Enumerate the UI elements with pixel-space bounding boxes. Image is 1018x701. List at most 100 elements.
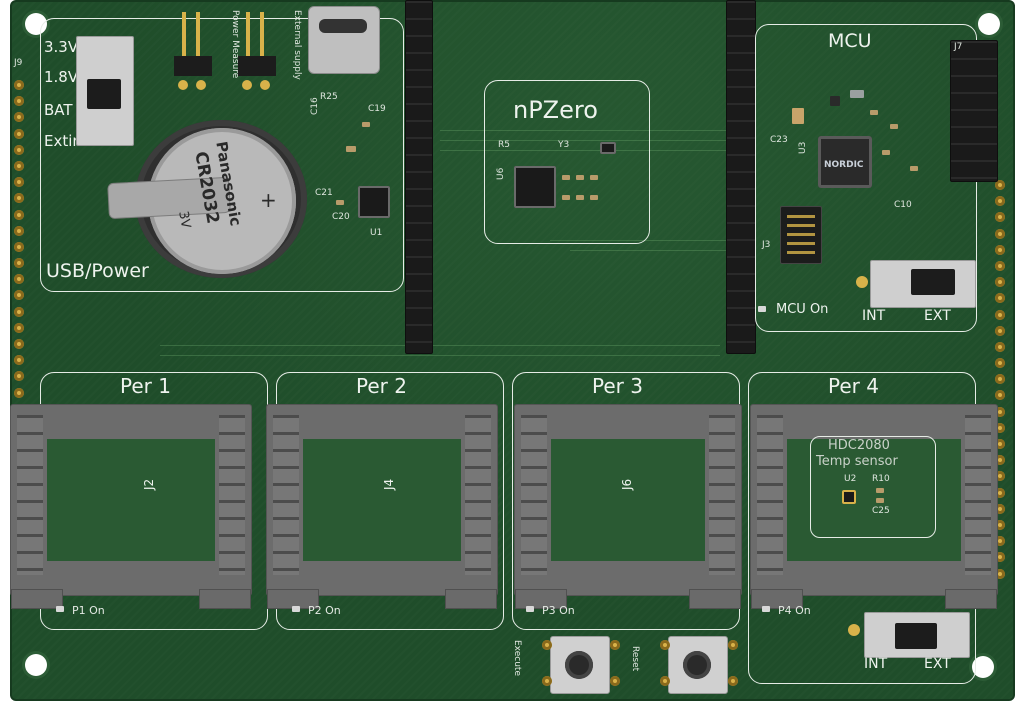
- button-pad: [610, 676, 620, 686]
- smd-component: [590, 195, 598, 200]
- pcb-trace: [160, 355, 720, 356]
- p3-on-label: P3 On: [542, 604, 575, 617]
- smd-component: [870, 110, 878, 115]
- mounting-hole: [25, 654, 47, 676]
- smd-component: [792, 108, 804, 124]
- p3-led: [526, 606, 534, 612]
- button-pad: [660, 640, 670, 650]
- j4-label: J4: [382, 478, 396, 490]
- p2-on-label: P2 On: [308, 604, 341, 617]
- pcb-trace: [160, 345, 720, 346]
- u3-label: U3: [798, 141, 808, 154]
- switch-pad: [848, 624, 860, 636]
- c16-label: C16: [310, 97, 320, 115]
- per4-title: Per 4: [828, 374, 879, 398]
- per4-int-ext-switch[interactable]: [864, 612, 970, 658]
- power-option-extin: Extin: [44, 132, 82, 150]
- mcu-on-label: MCU On: [776, 302, 829, 317]
- battery-voltage: 3V: [175, 210, 193, 230]
- nordic-mcu-chip: [818, 136, 872, 188]
- j6-socket: [514, 404, 742, 609]
- power-option-3v3: 3.3V: [44, 38, 79, 56]
- right-female-header: [726, 0, 756, 354]
- hdc2080-chip: [842, 490, 856, 504]
- c21-label: C21: [315, 188, 333, 198]
- pcb-trace: [570, 250, 740, 251]
- switch-pad: [856, 276, 868, 288]
- p4-on-label: P4 On: [778, 604, 811, 617]
- smd-component: [850, 90, 864, 98]
- power-option-bat: BAT: [44, 101, 73, 119]
- power-measure-header: [174, 12, 218, 90]
- smd-component: [590, 175, 598, 180]
- r10-label: R10: [872, 474, 890, 484]
- button-pad: [610, 640, 620, 650]
- j3-label: J3: [762, 240, 771, 250]
- j7-label: J7: [954, 42, 963, 52]
- smd-component: [576, 195, 584, 200]
- c10-label: C10: [894, 200, 912, 210]
- power-select-switch[interactable]: [76, 36, 134, 146]
- switch-knob[interactable]: [911, 269, 955, 295]
- smd-component: [890, 124, 898, 129]
- mcu-int-ext-switch[interactable]: [870, 260, 976, 308]
- smd-component: [882, 150, 890, 155]
- switch-knob[interactable]: [87, 79, 121, 109]
- j4-socket: [266, 404, 498, 609]
- per4-ext-label: EXT: [924, 656, 951, 672]
- right-pin-header: [995, 180, 1005, 579]
- c20-label: C20: [332, 212, 350, 222]
- pcb-trace: [440, 150, 740, 151]
- pcb-trace: [440, 140, 740, 141]
- j2-socket: [10, 404, 252, 609]
- left-female-header: [405, 0, 433, 354]
- per4-int-label: INT: [864, 656, 888, 672]
- nordic-label: NORDIC: [824, 160, 864, 170]
- mounting-hole: [978, 13, 1000, 35]
- j3-debug-connector: [780, 206, 822, 264]
- npzero-chip-u6: [514, 166, 556, 208]
- smd-component: [562, 175, 570, 180]
- r25-label: R25: [320, 92, 338, 102]
- button-pad: [728, 640, 738, 650]
- smd-component: [362, 122, 370, 127]
- switch-knob[interactable]: [895, 623, 937, 649]
- p1-on-label: P1 On: [72, 604, 105, 617]
- button-pad: [542, 676, 552, 686]
- c23-label: C23: [770, 135, 788, 145]
- j9-label: J9: [14, 58, 23, 68]
- reset-button[interactable]: [668, 636, 728, 694]
- per3-title: Per 3: [592, 374, 643, 398]
- smd-component: [830, 96, 840, 106]
- temp-sensor-label: Temp sensor: [816, 454, 898, 469]
- p4-led: [762, 606, 770, 612]
- button-pad: [660, 676, 670, 686]
- per1-title: Per 1: [120, 374, 171, 398]
- usb-c-connector: [308, 6, 380, 74]
- reset-label: Reset: [630, 646, 640, 672]
- execute-button[interactable]: [550, 636, 610, 694]
- r5-label: R5: [498, 140, 510, 150]
- smd-component: [336, 200, 344, 205]
- smd-component: [576, 175, 584, 180]
- temp-sensor-model: HDC2080: [828, 438, 890, 453]
- u1-label: U1: [370, 228, 383, 238]
- external-supply-header: [238, 12, 282, 90]
- mcu-led: [758, 306, 766, 312]
- u6-label: U6: [496, 167, 506, 180]
- c25-label: C25: [872, 506, 890, 516]
- power-ic-u1: [358, 186, 390, 218]
- c19-label: C19: [368, 104, 386, 114]
- mcu-title: MCU: [828, 30, 872, 52]
- npzero-aux-chip: [600, 142, 616, 154]
- mounting-hole: [972, 656, 994, 678]
- mcu-ext-label: EXT: [924, 308, 951, 324]
- j6-label: J6: [620, 478, 634, 490]
- button-pad: [728, 676, 738, 686]
- per2-title: Per 2: [356, 374, 407, 398]
- usb-power-title: USB/Power: [46, 260, 149, 282]
- j7-header: [950, 40, 998, 182]
- pcb-board: J9 USB/Power 3.3V 1.8V BAT Extin Panason…: [10, 0, 1015, 701]
- execute-label: Execute: [512, 640, 522, 676]
- smd-component: [876, 498, 884, 503]
